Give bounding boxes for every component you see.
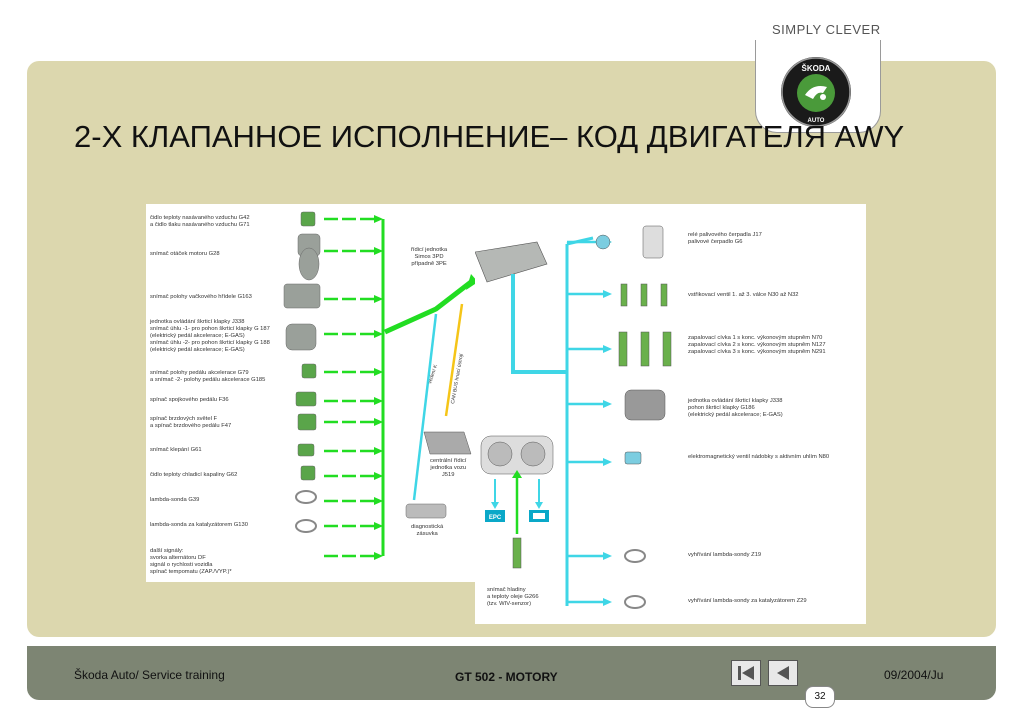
input-label-6: spínač spojkového pedálu F36: [150, 397, 229, 403]
output-label-4: jednotka ovládání škrticí klapky J338 po…: [688, 398, 783, 418]
footer-date: 09/2004/Ju: [884, 668, 944, 682]
brand-slogan: SIMPLY CLEVER: [772, 22, 881, 37]
input-arrowhead: [374, 522, 383, 530]
input-label-10: lambda-sonda G39: [150, 497, 200, 503]
skip-back-icon: [738, 666, 754, 680]
input-arrowhead: [374, 418, 383, 426]
ecu-label: řídicí jednotka Simos 3PD případně 3PE: [411, 247, 448, 267]
output-label-7: vyhřívání lambda-sondy za katalyzátorem …: [688, 598, 807, 604]
input-arrowhead: [374, 472, 383, 480]
output-arrowhead: [603, 290, 612, 298]
input-label-8: snímač klepání G61: [150, 447, 202, 453]
input-label-1: čidlo teploty nasávaného vzduchu G42 a č…: [150, 215, 250, 228]
output-label-2: vstřikovací ventil 1. až 3. válce N30 až…: [688, 292, 799, 298]
gateway-label: centrální řídicí jednotka vozu J519: [430, 458, 467, 478]
input-label-3: snímač polohy vačkového hřídele G163: [150, 294, 252, 300]
input-arrowhead: [374, 497, 383, 505]
play-back-icon: [777, 666, 789, 680]
output-arrowhead: [603, 598, 612, 606]
skoda-logo: ŠKODA AUTO: [779, 55, 853, 129]
input-arrowhead: [374, 397, 383, 405]
input-arrowhead: [374, 295, 383, 303]
footer-course: GT 502 - MOTORY: [455, 670, 558, 684]
footer-company: Škoda Auto/ Service training: [74, 668, 225, 682]
input-label-4: jednotka ovládání škrticí klapky J338 sn…: [150, 319, 270, 353]
first-slide-button[interactable]: [731, 660, 761, 686]
input-arrowhead: [374, 447, 383, 455]
input-label-5: snímač polohy pedálu akcelerace G79 a sn…: [150, 370, 266, 383]
input-label-11: lambda-sonda za katalyzátorem G130: [150, 522, 248, 528]
output-label-5: elektromagnetický ventil nádobky s aktiv…: [688, 454, 830, 460]
output-arrowhead: [603, 400, 612, 408]
input-arrowhead: [374, 215, 383, 223]
logo-text-top: ŠKODA: [802, 64, 831, 73]
diag-socket-label: diagnostická zásuvka: [411, 524, 444, 537]
input-arrowhead: [374, 368, 383, 376]
page-title: 2-Х КЛАПАННОЕ ИСПОЛНЕНИЕ– КОД ДВИГАТЕЛЯ …: [74, 119, 905, 154]
output-label-3: zapalovací cívka 1 s konc. výkonovým stu…: [688, 335, 826, 355]
input-label-9: čidlo teploty chladicí kapaliny G62: [150, 472, 238, 478]
output-label-6: vyhřívání lambda-sondy Z19: [688, 552, 762, 558]
output-arrowhead: [603, 552, 612, 560]
previous-slide-button[interactable]: [768, 660, 798, 686]
input-label-7: spínač brzdových světel F a spínač brzdo…: [150, 416, 232, 429]
input-arrowhead: [374, 330, 383, 338]
output-arrowhead: [603, 345, 612, 353]
logo-text-bottom: AUTO: [808, 118, 825, 124]
input-label-12: další signály: svorka alternátoru DF sig…: [150, 548, 232, 575]
page-number: 32: [805, 686, 835, 708]
input-arrowhead: [374, 552, 383, 560]
output-label-1: relé palivového čerpadla J17 palivové če…: [688, 232, 762, 245]
inputs-diagram: vedení K CAN BUS hnací ústrojí čidlo tep…: [146, 204, 478, 582]
input-label-2: snímač otáček motoru G28: [150, 251, 220, 257]
output-arrowhead: [603, 458, 612, 466]
epc-indicator: EPC: [489, 515, 502, 521]
input-arrowhead: [374, 247, 383, 255]
outputs-diagram: EPC relé palivového čerpadla J17 palivov…: [475, 204, 866, 624]
oil-sensor-label: snímač hladiny a teploty oleje G266 (tzv…: [487, 587, 539, 607]
